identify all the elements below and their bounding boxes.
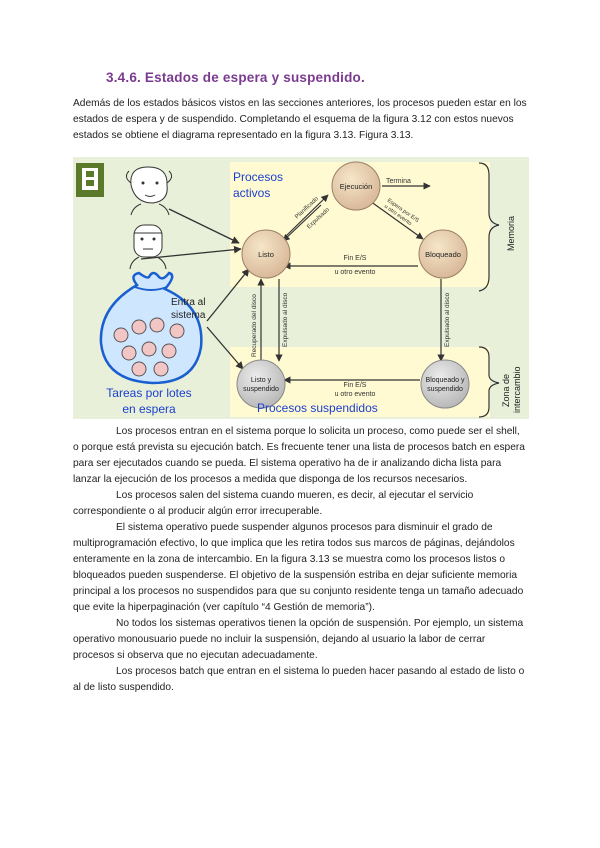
section-heading: 3.4.6. Estados de espera y suspendido. xyxy=(106,70,365,85)
state-listo xyxy=(241,229,291,279)
label-otro-evento: u otro evento xyxy=(335,269,376,276)
arrow-planificado xyxy=(285,194,329,237)
state-listo-susp-label-1: Listo y xyxy=(251,377,272,384)
paragraph-1: Los procesos entran en el sistema porque… xyxy=(73,426,525,485)
user-face-icon-2 xyxy=(129,224,167,270)
label-expulsado-disco-2: Expulsado al disco xyxy=(444,292,451,347)
arrow-user-to-listo xyxy=(140,245,242,260)
zona-label-1: Zona de xyxy=(501,374,511,407)
paragraph-3: El sistema operativo puede suspender alg… xyxy=(73,522,524,613)
paragraph-5: Los procesos batch que entran en el sist… xyxy=(73,666,525,693)
arrow-user1-to-listo xyxy=(168,208,240,244)
paragraph-4: No todos los sistemas operativos tienen … xyxy=(73,618,524,661)
state-listo-susp-label-2: suspendido xyxy=(243,386,279,393)
state-listo-label: Listo xyxy=(258,250,274,259)
active-processes-label-2: activos xyxy=(233,186,270,200)
paragraph-2: Los procesos salen del sistema cuando mu… xyxy=(73,490,474,517)
memoria-brace xyxy=(478,162,500,292)
entry-label-line2: sistema xyxy=(171,310,206,321)
state-bloqueado-suspendido xyxy=(420,359,470,409)
state-bloq-susp-label-2: suspendido xyxy=(427,386,463,393)
label-otro-evento-susp: u otro evento xyxy=(335,391,376,398)
active-processes-label-1: Procesos xyxy=(233,170,283,184)
arrow-espera xyxy=(369,200,424,240)
label-fin-es-susp: Fin E/S xyxy=(344,382,367,389)
state-listo-suspendido xyxy=(236,359,286,409)
process-state-diagram: Tareas por lotes en espera Entra al sist… xyxy=(73,157,529,419)
memoria-label: Memoria xyxy=(506,216,516,251)
state-bloqueado xyxy=(418,229,468,279)
entry-label-line1: Entra al xyxy=(171,297,205,308)
label-expulsado-disco-1: Expulsado al disco xyxy=(282,292,289,347)
intro-paragraph: Además de los estados básicos vistos en … xyxy=(73,98,527,141)
body-text: Los procesos entran en el sistema porque… xyxy=(73,424,528,696)
arrow-expulsado xyxy=(282,204,322,242)
zona-brace xyxy=(478,346,500,418)
suspended-processes-label: Procesos suspendidos xyxy=(257,401,378,415)
diagram-svg: Tareas por lotes en espera Entra al sist… xyxy=(76,161,522,418)
label-termina: Termina xyxy=(386,178,411,185)
label-fin-es: Fin E/S xyxy=(344,255,367,262)
state-bloqueado-label: Bloqueado xyxy=(425,250,461,259)
batch-label-line1: Tareas por lotes xyxy=(106,386,191,400)
batch-sack-icon xyxy=(99,271,203,385)
arrow-entry-to-listo-susp xyxy=(206,326,244,370)
arrow-entry-to-listo xyxy=(206,268,250,322)
state-ejecucion xyxy=(331,161,381,211)
state-bloq-susp-label-1: Bloqueado y xyxy=(426,377,465,384)
batch-label-line2: en espera xyxy=(122,402,176,416)
user-face-icon-1 xyxy=(125,166,173,216)
state-ejecucion-label: Ejecución xyxy=(340,182,373,191)
label-recuperado: Recuperado del disco xyxy=(251,294,258,357)
zona-label-2: intercambio xyxy=(512,366,522,413)
university-logo xyxy=(76,163,104,197)
